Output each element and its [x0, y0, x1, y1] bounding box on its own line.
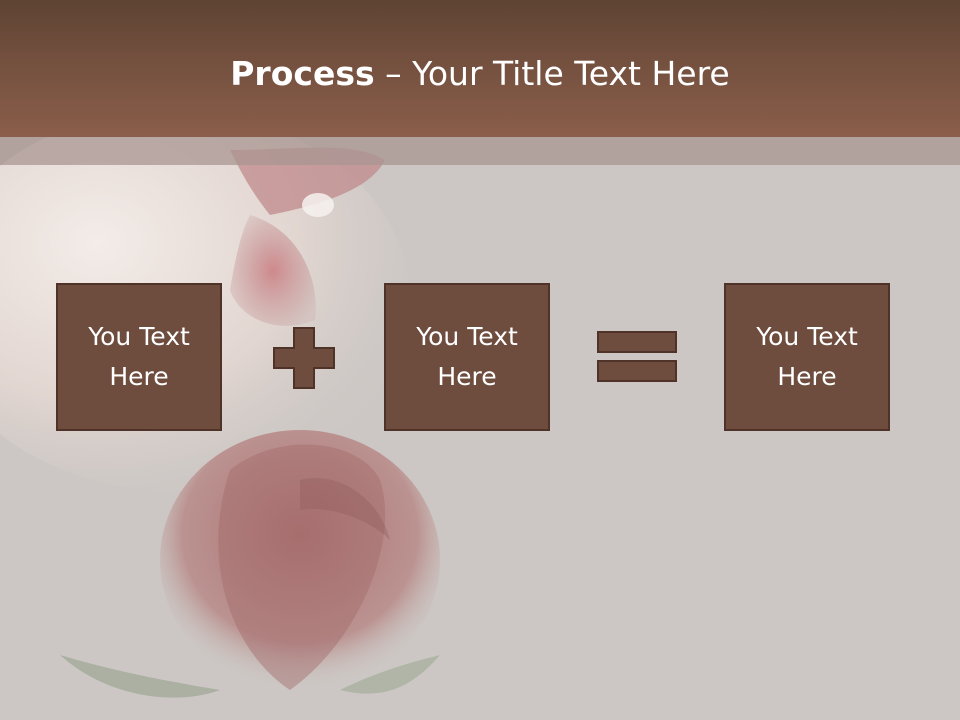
process-box-3[interactable]: You Text Here — [724, 283, 890, 431]
title-bar — [0, 0, 960, 137]
plus-icon — [273, 327, 335, 389]
equals-icon — [597, 331, 677, 382]
process-box-text: You Text Here — [88, 322, 190, 391]
title-bar-band — [0, 137, 960, 165]
title-bold-text: Process — [230, 54, 375, 93]
slide-title[interactable]: Process – Your Title Text Here — [0, 52, 960, 96]
title-rest-text: – Your Title Text Here — [374, 54, 730, 93]
process-box-text: You Text Here — [416, 322, 518, 391]
process-box-text: You Text Here — [756, 322, 858, 391]
process-box-2[interactable]: You Text Here — [384, 283, 550, 431]
process-box-1[interactable]: You Text Here — [56, 283, 222, 431]
